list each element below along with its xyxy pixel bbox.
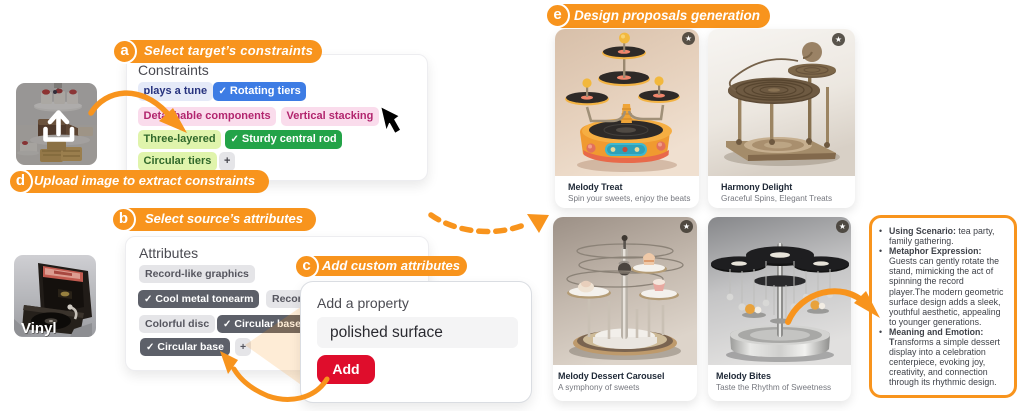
svg-text:Vinyl: Vinyl <box>22 321 58 337</box>
svg-text:Vinyl: Vinyl <box>21 320 57 337</box>
